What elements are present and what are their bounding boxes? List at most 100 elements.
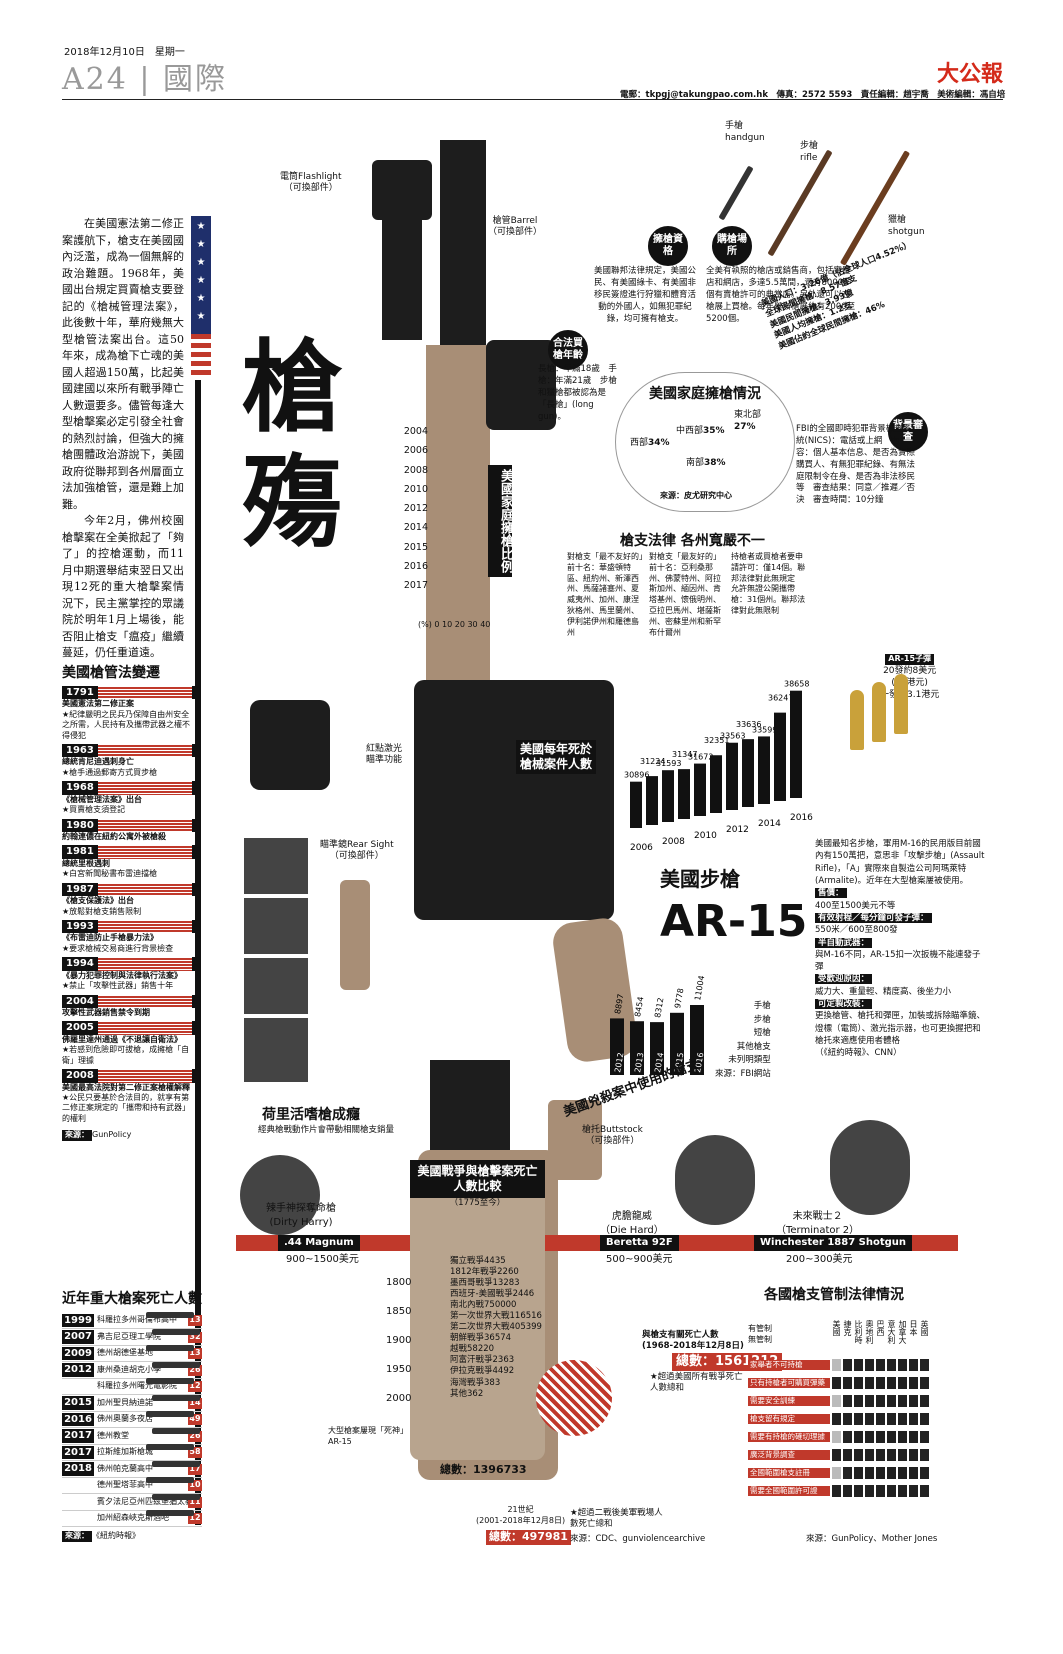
- war-item: 阿富汗戰爭2363: [450, 1355, 515, 1366]
- buttstock-name: 槍托Buttstock: [582, 1125, 643, 1135]
- law-year: 1993: [62, 919, 196, 934]
- ar15-item: 可定製改裝：更換槍管、槍托和彈匣，加裝或拆除瞄準鏡、燈標（電筒）、激光指示器，也…: [815, 999, 986, 1046]
- flag-bar: ★★★★★★: [191, 216, 211, 376]
- policy-cell: [920, 1431, 929, 1443]
- shooting-place: 科羅拉多州哥倫布高中: [97, 1315, 177, 1325]
- law-desc: ★禁止「攻擊性武器」銷售十年: [62, 981, 174, 991]
- decade-label: 1950: [386, 1364, 412, 1375]
- shooting-place: 加州聖貝納迪諾: [97, 1397, 153, 1407]
- world-row: 只有持槍者可購買彈藥: [748, 1374, 958, 1392]
- policy-cell: [909, 1359, 918, 1371]
- law-source-label: 來源：: [62, 1130, 92, 1141]
- policy-cell: [887, 1467, 896, 1479]
- policy-cell: [887, 1377, 896, 1389]
- world-row-label: 只有持槍者可購買彈藥: [748, 1377, 830, 1389]
- law-desc: ★買賣槍支須登記: [62, 805, 126, 815]
- war-sub: （1775至今）: [449, 1198, 506, 1208]
- shooting-deaths: 26: [188, 1430, 202, 1442]
- shooting-place: 弗吉尼亞理工學院: [97, 1331, 161, 1341]
- war-item: 越戰58220: [450, 1344, 495, 1355]
- shootings-source-label: 來源：: [62, 1531, 92, 1543]
- ammo-title: AR-15子彈: [885, 654, 935, 665]
- intro-paragraph: 今年2月，佛州校園槍擊案在全美掀起了「夠了」的控槍運動，而11月中期選舉結束翌日…: [62, 514, 184, 659]
- shooting-place: 德州聖塔菲高中: [97, 1480, 153, 1490]
- gun-deaths-title: 與槍支有關死亡人數 (1968-2018年12月8日): [642, 1330, 744, 1352]
- law-year: 1981: [62, 845, 196, 859]
- war-item: 朝鮮戰爭36574: [450, 1333, 512, 1344]
- deaths-bar: [630, 781, 642, 828]
- policy-cell: [887, 1395, 896, 1407]
- murder-year: 2012: [613, 1052, 625, 1074]
- policy-cell: [898, 1467, 907, 1479]
- policy-cell: [865, 1467, 874, 1479]
- policy-cell: [865, 1431, 874, 1443]
- policy-cell: [865, 1413, 874, 1425]
- policy-cell: [865, 1485, 874, 1497]
- shooting-place: 賓夕法尼亞州匹茲堡猶太教堂: [97, 1496, 201, 1506]
- shooting-place: 德州胡德堡基地: [97, 1348, 153, 1358]
- world-grid: 家舉者不可持槍只有持槍者可購買彈藥需要安全訓練槍支留有規定需要有持槍的確切理據廣…: [748, 1356, 958, 1500]
- page-header: A24 | 國際: [62, 62, 228, 97]
- deaths-value: 31347: [672, 750, 697, 759]
- c21-total: 總數：497981: [486, 1530, 571, 1545]
- bullet-icon: [894, 674, 908, 734]
- ar15-model: AR-15: [660, 896, 808, 947]
- policy-cell: [843, 1359, 852, 1371]
- movie-price: 900~1500美元: [286, 1254, 359, 1265]
- policy-cell: [909, 1485, 918, 1497]
- law-year: 2008: [62, 1069, 196, 1083]
- world-row-label: 全國範圍槍支註冊: [748, 1467, 830, 1479]
- deaths-title: 美國每年死於槍械案件人數: [516, 740, 596, 774]
- star-icon: ★: [196, 293, 206, 304]
- shooting-deaths: 11: [188, 1496, 202, 1508]
- policy-cell: [876, 1431, 885, 1443]
- war-item: 西班牙-美國戰爭2446: [450, 1289, 535, 1300]
- gun-deaths-note: ★超過美國所有戰爭死亡人數總和: [650, 1372, 743, 1394]
- country-label: 奧地利: [865, 1320, 874, 1344]
- year-label: 2015: [403, 541, 428, 553]
- law-timeline-title: 美國槍管法變遷: [62, 665, 160, 681]
- shooting-deaths: 49: [188, 1414, 202, 1426]
- header-rule: [62, 99, 1003, 100]
- war-item: 墨西哥戰爭13283: [450, 1278, 520, 1289]
- shooting-year: 2017: [62, 1429, 94, 1443]
- law-desc: ★放鬆對槍支銷售限制: [62, 906, 142, 916]
- ar15-intro: 美國最知名步槍，軍用M-16的民用版目前國內有150萬把，意思非「攻擊步槍」(A…: [815, 839, 985, 886]
- ownership-text: 美國聯邦法律規定，美國公民、有美國綠卡、有美國非移民簽證進行狩獵和體育活動的外國…: [593, 266, 696, 324]
- world-row-cells: [832, 1431, 929, 1443]
- purchase-text: 全美有執照的槍店或銷售商，包括實體店和網店，多達5.5萬間，還有8000多個有賣…: [706, 266, 856, 324]
- murder-bar: [670, 1012, 684, 1075]
- star-icon: ★: [196, 221, 206, 232]
- deaths-year: 2016: [790, 813, 813, 823]
- world-row-label: 廣泛背景調查: [748, 1449, 830, 1461]
- world-row-label: 需要全國範圍許可證: [748, 1485, 830, 1497]
- law-item: 1968《槍械管理法案》出台★買賣槍支須登記: [62, 781, 196, 815]
- policy-cell: [832, 1431, 841, 1443]
- rifle-icon: [146, 1345, 194, 1351]
- deaths-value: 31672: [688, 753, 713, 762]
- rear-sight-name: 瞄準鏡Rear Sight: [320, 840, 394, 850]
- country-label: 日本: [909, 1320, 918, 1336]
- deaths-value: 32351: [704, 736, 729, 745]
- decade-label: 2000: [386, 1393, 412, 1404]
- deaths-value: 31593: [656, 759, 681, 768]
- law-item: 1994《暴力犯罪控制與法律執行法案》★禁止「攻擊性武器」銷售十年: [62, 957, 196, 991]
- policy-cell: [876, 1359, 885, 1371]
- deaths-year: 2008: [662, 837, 685, 847]
- deaths-value: 30896: [624, 771, 649, 780]
- historical-photo: [244, 958, 308, 1014]
- policy-cell: [876, 1395, 885, 1407]
- policy-cell: [920, 1395, 929, 1407]
- shotgun-label: 獵槍 shotgun: [888, 215, 925, 238]
- legend-item: 其他槍支: [736, 1041, 771, 1052]
- policy-cell: [854, 1449, 863, 1461]
- gun-deaths-circle: [536, 1360, 612, 1436]
- section-name: 國際: [163, 62, 228, 97]
- c21-note: ★超過二戰後美軍戰場人數死亡總和: [570, 1508, 663, 1530]
